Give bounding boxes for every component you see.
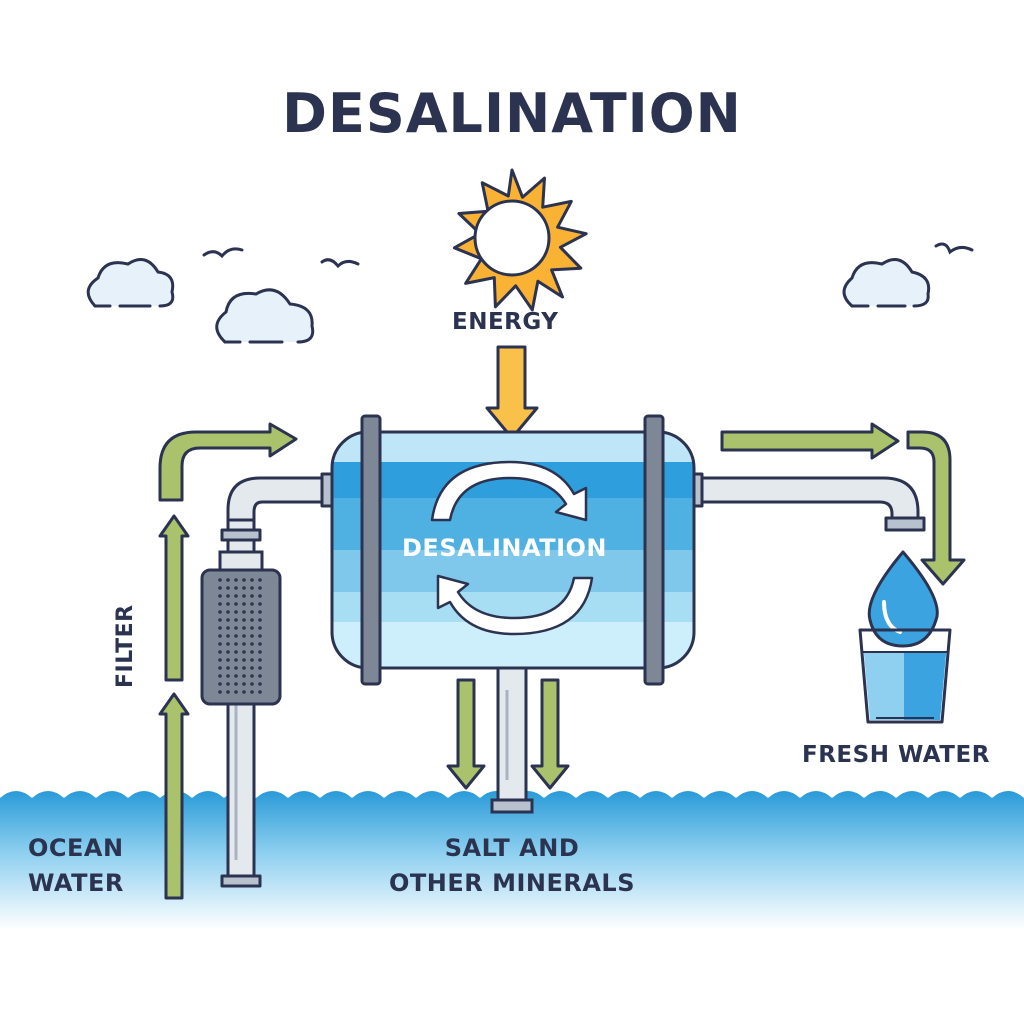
ocean-intake-arrow — [158, 692, 190, 900]
water-drop-icon — [867, 550, 939, 648]
salt-arrow-right — [530, 678, 570, 790]
salt-arrow-left — [446, 678, 486, 790]
from-tank-arrow — [720, 422, 900, 460]
energy-label: ENERGY — [452, 309, 559, 335]
tank-label: DESALINATION — [402, 534, 607, 562]
fresh-down-arrow — [906, 430, 966, 586]
cloud-icon — [842, 258, 931, 308]
cloud-icon — [86, 258, 175, 308]
salt-label-line2: OTHER MINERALS — [388, 869, 635, 897]
filter-icon — [200, 550, 282, 706]
filter-label: FILTER — [113, 604, 138, 688]
recycle-arrows-icon — [430, 460, 594, 636]
filter-up-arrow — [158, 514, 190, 682]
outlet-pipe — [688, 472, 926, 532]
diagram-title: DESALINATION — [282, 82, 742, 145]
flow-arrows — [158, 422, 966, 900]
drain-pipe — [490, 666, 534, 814]
cloud-icon — [215, 288, 315, 344]
glass-icon — [858, 628, 952, 724]
to-tank-arrow — [158, 422, 298, 502]
bird-icon — [202, 242, 974, 269]
ocean-water-label: OCEAN WATER — [28, 831, 124, 901]
fresh-water-label: FRESH WATER — [802, 742, 990, 768]
ocean — [0, 791, 1024, 930]
salt-minerals-label: SALT AND OTHER MINERALS — [380, 831, 644, 901]
ocean-label-line2: WATER — [28, 869, 124, 897]
sun-icon — [452, 168, 588, 312]
energy-arrow — [485, 345, 539, 440]
ocean-label-line1: OCEAN — [28, 834, 124, 862]
salt-label-line1: SALT AND — [444, 834, 580, 862]
